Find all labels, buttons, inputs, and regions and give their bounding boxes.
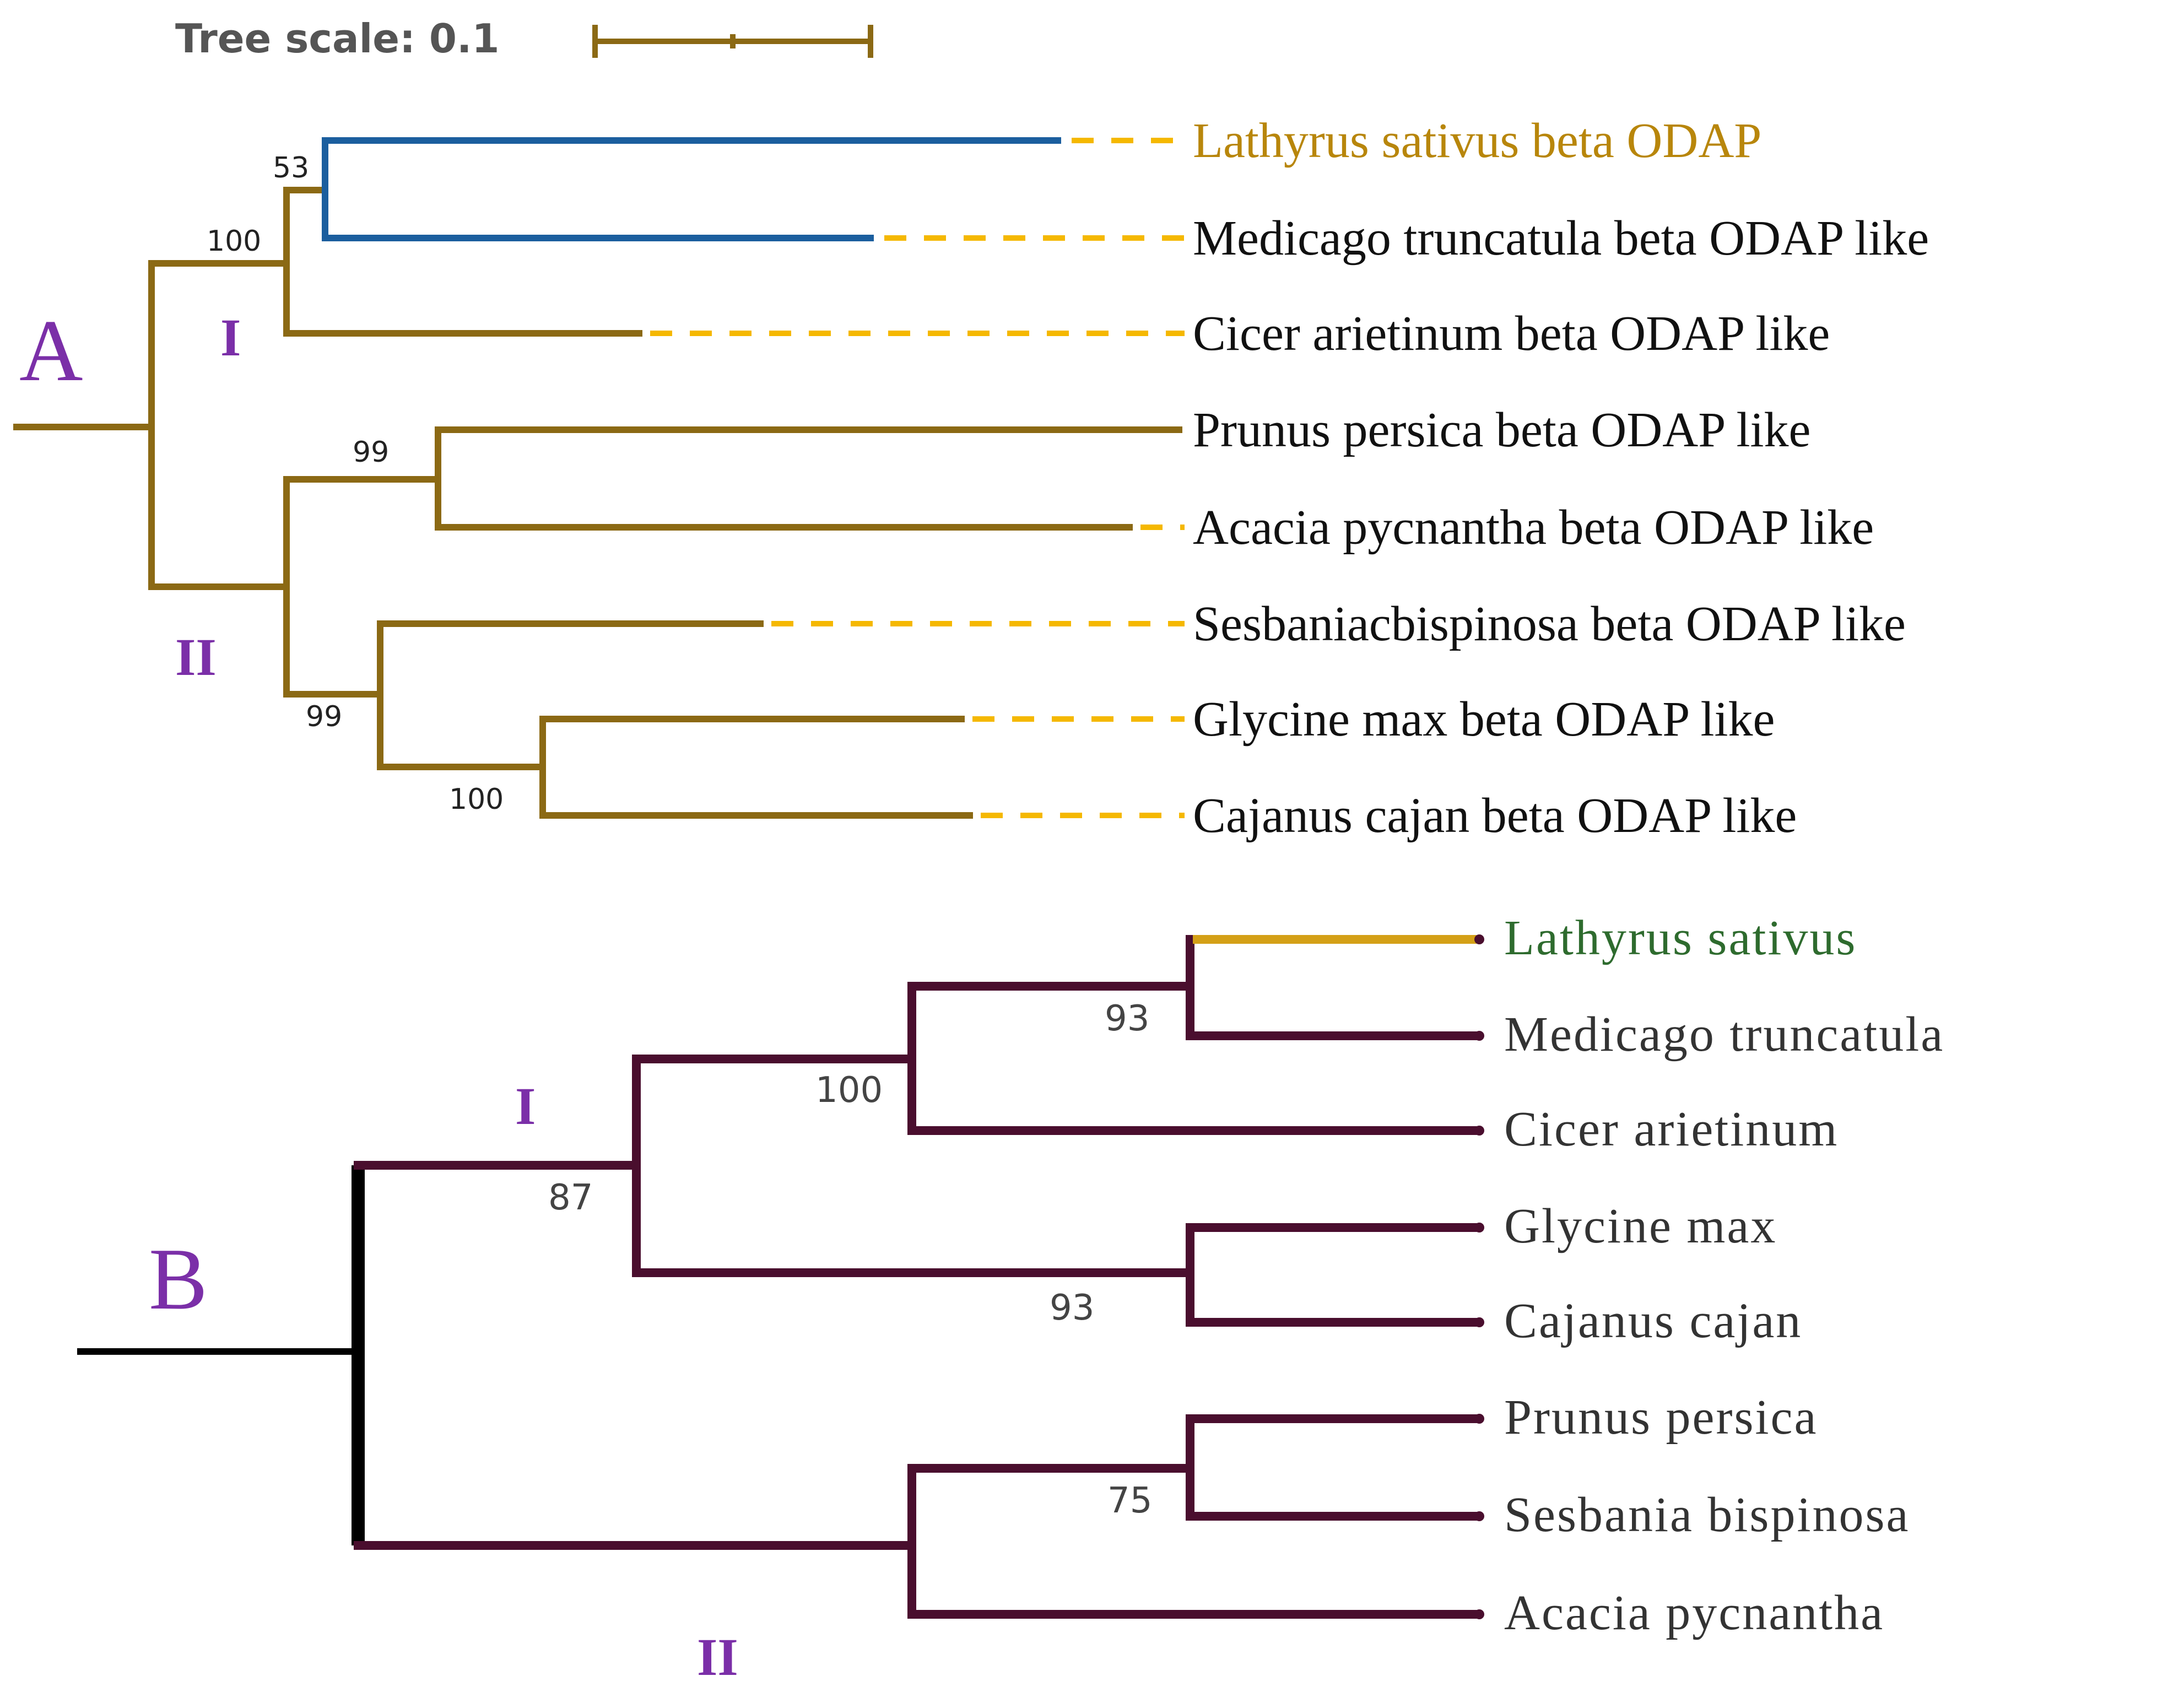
tree-b-clade-i-label: I [515,1077,536,1136]
tree-a-bootstrap-value: 99 [306,700,342,733]
tree-a-bootstrap-value: 100 [207,225,261,258]
tree-a-bootstrap-value: 53 [273,152,309,185]
tree-a-tips: Lathyrus sativus beta ODAP Medicago trun… [1193,113,1929,843]
tree-b-bootstrap-value: 100 [815,1070,883,1111]
tree-b-root [77,1165,365,1545]
tree-a-bootstrap-value: 99 [353,436,389,469]
tree-a-tip-prunus-persica: Prunus persica beta ODAP like [1193,403,1810,457]
tree-b-bootstrap-value: 93 [1105,998,1149,1039]
tree-b-tip-cajanus-cajan: Cajanus cajan [1504,1294,1802,1348]
tree-b-tip-glycine-max: Glycine max [1504,1199,1777,1253]
tree-a: A [13,113,1929,843]
tree-a-tip-sesbania-bispinosa: Sesbaniacbispinosa beta ODAP like [1193,597,1906,651]
tree-b-tip-cicer-arietinum: Cicer arietinum [1504,1102,1839,1156]
tree-scale-bar [592,25,873,58]
tree-b-bootstrap-value: 93 [1050,1288,1094,1328]
tree-a-clade-ii-label: II [175,628,217,686]
tree-b-branches [354,935,1481,1619]
tree-scale: Tree scale: 0.1 [175,15,873,62]
tree-a-bootstrap: 53 100 99 99 100 [207,152,504,816]
tree-a-tip-cajanus-cajan: Cajanus cajan beta ODAP like [1193,788,1797,843]
tree-b-bootstrap: 93 100 87 93 75 [548,998,1152,1521]
tree-b-tip-markers [1474,934,1484,1619]
panel-a-label: A [19,301,83,399]
tree-a-leader-lines [650,138,1185,818]
panel-b-label: B [149,1230,208,1328]
tree-b-tip-sesbania-bispinosa: Sesbania bispinosa [1504,1488,1910,1542]
tree-b-tip-medicago-truncatula: Medicago truncatula [1504,1007,1944,1062]
tree-a-bootstrap-value: 100 [449,783,504,816]
tree-scale-label: Tree scale: 0.1 [175,15,499,62]
tree-b-bootstrap-value: 87 [548,1177,593,1218]
tree-a-tip-lathyrus-sativus: Lathyrus sativus beta ODAP [1193,113,1761,168]
tree-a-highlight-branches [322,137,1061,241]
tree-b: B [77,911,1944,1686]
tree-a-tip-cicer-arietinum: Cicer arietinum beta ODAP like [1193,306,1830,361]
tree-b-clade-ii-label: II [697,1628,738,1686]
tree-b-tip-lathyrus-sativus: Lathyrus sativus [1504,911,1857,965]
tree-a-tip-glycine-max: Glycine max beta ODAP like [1193,692,1775,747]
tree-a-clade-i-label: I [220,308,241,367]
tree-a-branches [13,187,1182,819]
tree-a-tip-medicago-truncatula: Medicago truncatula beta ODAP like [1193,211,1929,266]
tree-b-tip-acacia-pycnantha: Acacia pycnantha [1504,1586,1884,1640]
tree-b-bootstrap-value: 75 [1107,1480,1152,1521]
tree-b-tips: Lathyrus sativus Medicago truncatula Cic… [1504,911,1944,1640]
tree-b-tip-prunus-persica: Prunus persica [1504,1390,1818,1445]
tree-a-tip-acacia-pycnantha: Acacia pycnantha beta ODAP like [1193,500,1874,555]
